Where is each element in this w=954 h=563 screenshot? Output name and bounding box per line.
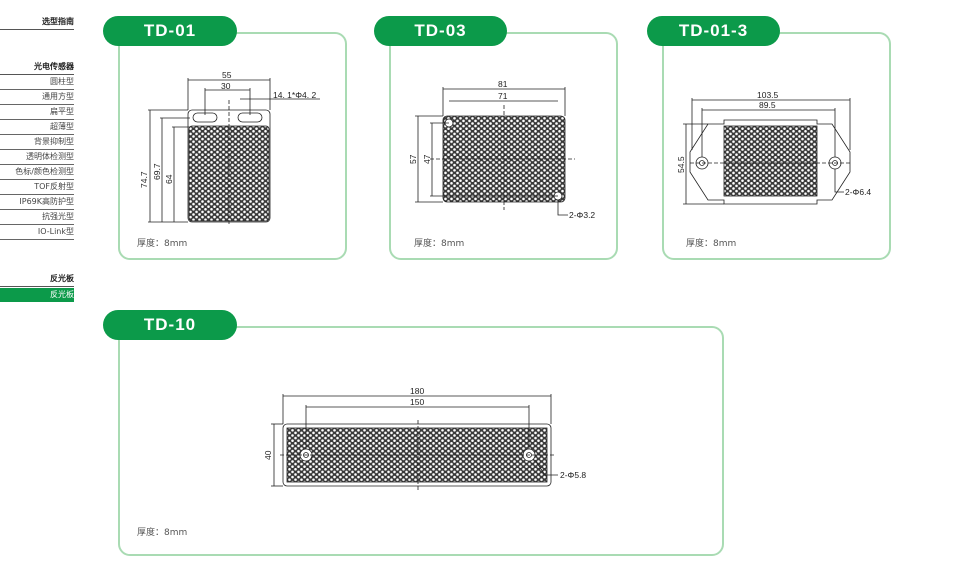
dim-label: 81 (498, 79, 508, 89)
sidebar-guide[interactable]: 选型指南 (0, 15, 74, 30)
dim-label: 2-Φ5.8 (560, 470, 586, 480)
dim-label: 2-Φ3.2 (569, 210, 595, 220)
dim-label: 74.7 (139, 171, 149, 188)
dim-label: 150 (410, 397, 424, 407)
sidebar-category[interactable]: 光电传感器 (0, 60, 74, 75)
panel-title: TD-01-3 (647, 16, 780, 46)
dim-label: 47 (422, 154, 432, 164)
dim-label: 14. 1*Φ4. 2 (273, 90, 316, 100)
panel-title: TD-03 (374, 16, 507, 46)
sidebar-item[interactable]: 透明体检测型 (0, 150, 74, 165)
panel-title: TD-01 (103, 16, 237, 46)
sidebar-item[interactable]: 通用方型 (0, 90, 74, 105)
dim-label: 30 (221, 81, 231, 91)
sidebar-item[interactable]: TOF反射型 (0, 180, 74, 195)
dim-label: 103.5 (757, 90, 779, 100)
dim-label: 180 (410, 386, 424, 396)
thickness-label: 厚度：8mm (137, 239, 188, 249)
sidebar-item[interactable]: 抗强光型 (0, 210, 74, 225)
dim-label: 55 (222, 70, 232, 80)
dim-label: 71 (498, 91, 508, 101)
thickness-label: 厚度：8mm (137, 528, 188, 538)
dim-label: 57 (408, 154, 418, 164)
dim-label: 54.5 (676, 156, 686, 173)
thickness-label: 厚度：8mm (686, 239, 737, 249)
sidebar-item[interactable]: 背景抑制型 (0, 135, 74, 150)
sidebar-item[interactable]: IP69K高防护型 (0, 195, 74, 210)
dim-label: 64 (164, 174, 174, 184)
panel-title: TD-10 (103, 310, 237, 340)
sidebar-item[interactable]: 色标/颜色检测型 (0, 165, 74, 180)
dim-label: 69.7 (152, 163, 162, 180)
sidebar-item-active[interactable]: 反光板 (0, 288, 74, 302)
panel-td10 (118, 326, 724, 556)
sidebar-item[interactable]: IO-Link型 (0, 225, 74, 240)
dim-label: 2-Φ6.4 (845, 187, 871, 197)
thickness-label: 厚度：8mm (414, 239, 465, 249)
dim-label: 40 (263, 450, 273, 460)
sidebar-category[interactable]: 反光板 (0, 272, 74, 287)
sidebar-item[interactable]: 超薄型 (0, 120, 74, 135)
sidebar-item[interactable]: 圆柱型 (0, 75, 74, 90)
dim-label: 89.5 (759, 100, 776, 110)
sidebar-item[interactable]: 扁平型 (0, 105, 74, 120)
